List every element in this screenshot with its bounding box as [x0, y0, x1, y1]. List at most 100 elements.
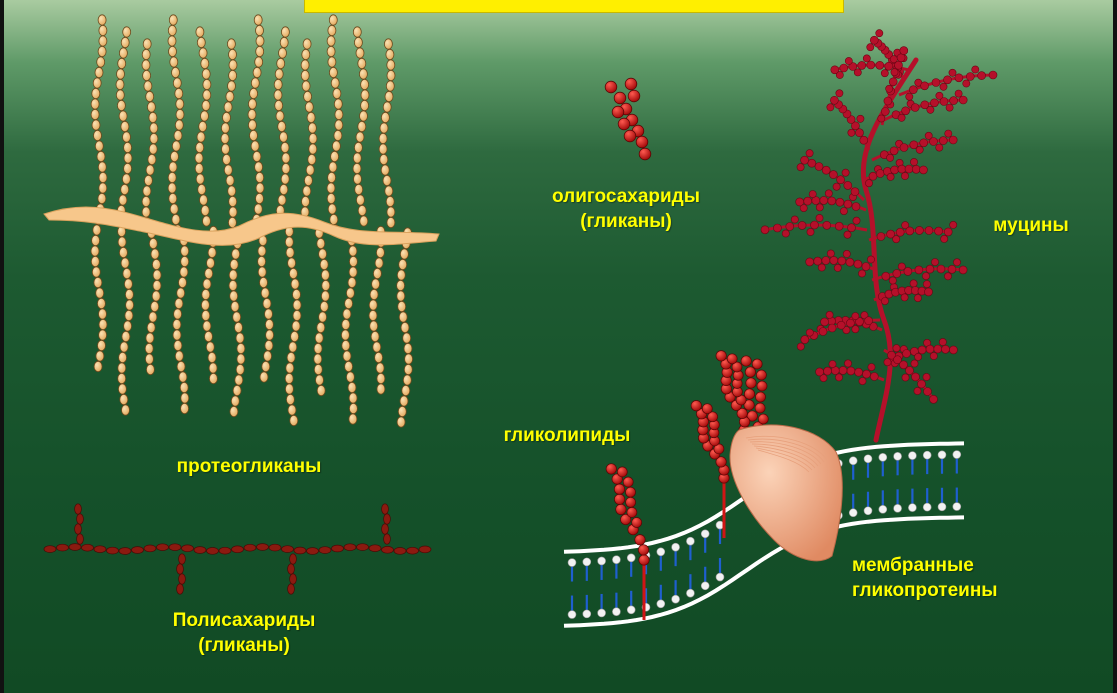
glycolipid-bead: [702, 404, 712, 414]
mucin-bead: [900, 47, 908, 55]
lipid-head: [938, 451, 946, 459]
proteoglycan-bead: [203, 216, 211, 226]
proteoglycan-bead: [91, 99, 99, 109]
mucin-bead: [837, 321, 845, 329]
proteoglycan-bead: [251, 141, 259, 151]
proteoglycan-bead: [290, 415, 298, 425]
proteoglycan-bead: [383, 175, 391, 185]
polysaccharide-bead: [94, 546, 106, 553]
proteoglycan-bead: [304, 91, 312, 101]
proteoglycan-bead: [196, 174, 204, 184]
proteoglycan-bead: [118, 58, 126, 68]
label-membrane-glycoproteins-line1: мембранные: [852, 553, 1062, 578]
proteoglycan-bead: [256, 183, 264, 193]
proteoglycan-bead: [177, 288, 185, 298]
oligosaccharide-bead: [614, 92, 626, 104]
proteoglycan-bead: [149, 238, 157, 248]
polysaccharide-bead: [307, 548, 319, 555]
proteoglycan-bead: [320, 259, 328, 269]
mucin-bead: [870, 373, 878, 381]
proteoglycan-group: [44, 15, 439, 427]
mucin-bead: [890, 147, 898, 155]
proteoglycan-bead: [291, 331, 299, 341]
mucin-bead: [916, 146, 923, 153]
glycolipid-bead: [627, 507, 637, 517]
proteoglycan-bead: [285, 237, 293, 247]
proteoglycan-bead: [205, 331, 213, 341]
mucin-bead: [869, 172, 877, 180]
proteoglycan-bead: [348, 382, 356, 392]
proteoglycan-bead: [173, 319, 181, 329]
proteoglycan-bead: [329, 162, 337, 172]
proteoglycan-bead: [222, 144, 230, 154]
proteoglycan-bead: [98, 162, 106, 172]
proteoglycan-bead: [281, 27, 289, 37]
proteoglycan-bead: [169, 193, 177, 203]
glycolipid-bead: [617, 467, 627, 477]
proteoglycan-bead: [248, 109, 256, 119]
mucin-bead: [914, 387, 921, 394]
proteoglycan-bead: [404, 364, 412, 374]
proteoglycan-bead: [327, 36, 335, 46]
polysaccharide-bead: [132, 547, 144, 554]
mucin-bead: [927, 106, 934, 113]
label-polysaccharides-line1: Полисахариды: [144, 608, 344, 633]
membrane-glycoprotein: [730, 425, 842, 561]
proteoglycan-bead: [376, 363, 384, 373]
mucin-bead: [922, 273, 929, 280]
oligosaccharide-bead: [639, 148, 651, 160]
proteoglycan-bead: [341, 330, 349, 340]
mucin-bead: [945, 130, 952, 137]
proteoglycan-bead: [289, 268, 297, 278]
proteoglycan-bead: [202, 289, 210, 299]
mucin-bead: [909, 86, 917, 94]
proteoglycan-bead: [383, 102, 391, 112]
proteoglycan-bead: [151, 301, 159, 311]
proteoglycan-bead: [199, 121, 207, 131]
proteoglycan-bead: [343, 351, 351, 361]
glycolipid-bead: [716, 351, 726, 361]
proteoglycan-bead: [402, 385, 410, 395]
polysaccharide-branch-bead: [177, 584, 184, 594]
mucin-bead: [944, 228, 952, 236]
proteoglycan-bead: [172, 141, 180, 151]
proteoglycan-bead: [201, 58, 209, 68]
proteoglycan-bead: [353, 163, 361, 173]
lipid-head: [672, 543, 680, 551]
mucin-bead: [816, 204, 823, 211]
proteoglycan-bead: [93, 78, 101, 88]
polysaccharide-bead: [82, 544, 94, 551]
lipid-head: [598, 609, 606, 617]
lipid-head: [612, 608, 620, 616]
label-mucins: муцины: [976, 213, 1086, 238]
mucin-bead: [931, 259, 938, 266]
proteoglycan-bead: [401, 322, 409, 332]
lipid-head: [953, 451, 961, 459]
proteoglycan-bead: [403, 375, 411, 385]
proteoglycan-bead: [354, 142, 362, 152]
lipid-head: [894, 452, 902, 460]
proteoglycan-bead: [331, 78, 339, 88]
oligosaccharide-bead: [628, 90, 640, 102]
proteoglycan-bead: [203, 90, 211, 100]
mucin-bead: [876, 30, 883, 37]
proteoglycan-bead: [206, 342, 214, 352]
proteoglycan-bead: [291, 279, 299, 289]
label-polysaccharides: Полисахариды (гликаны): [144, 608, 344, 658]
mucin-bead: [896, 228, 904, 236]
proteoglycan-bead: [379, 133, 387, 143]
proteoglycan-bead: [314, 354, 322, 364]
mucin-bead: [963, 80, 970, 87]
mucin-bead: [911, 360, 918, 367]
proteoglycan-bead: [230, 291, 238, 301]
polysaccharide-bead: [107, 547, 119, 554]
mucin-bead: [881, 298, 888, 305]
proteoglycan-bead: [150, 123, 158, 133]
proteoglycan-bead: [116, 79, 124, 89]
proteoglycan-bead: [314, 364, 322, 374]
proteoglycan-bead: [197, 132, 205, 142]
proteoglycan-bead: [306, 165, 314, 175]
polysaccharide-branch-bead: [75, 504, 82, 514]
mucin-bead: [949, 346, 957, 354]
proteoglycan-bead: [335, 120, 343, 130]
